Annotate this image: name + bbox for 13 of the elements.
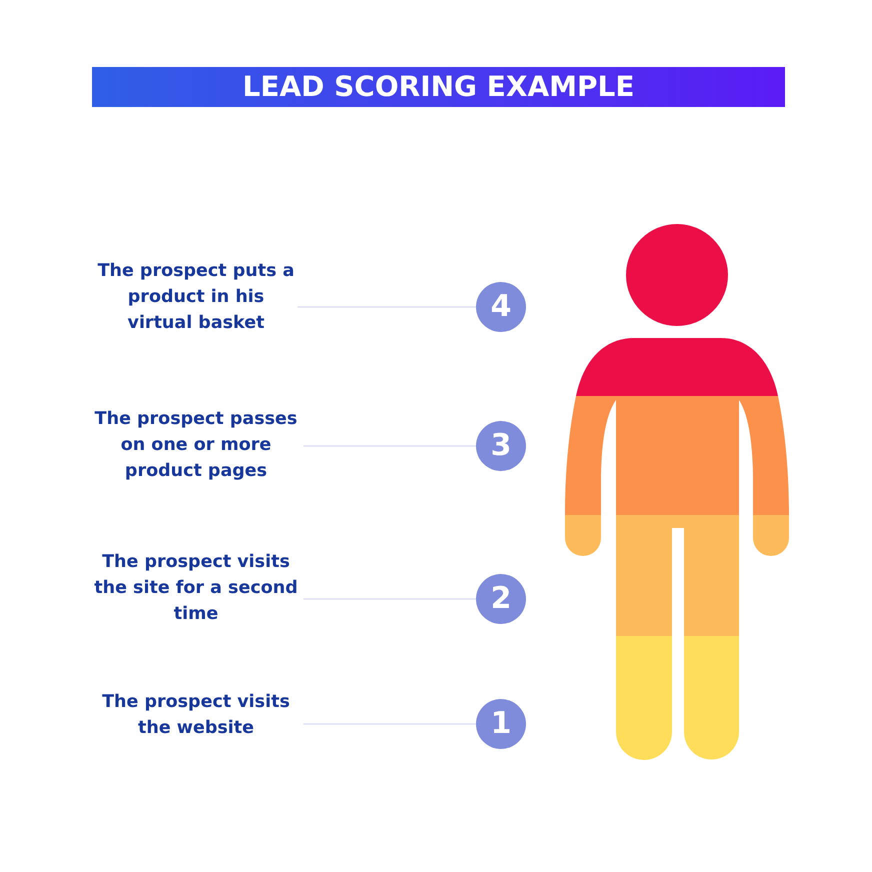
number-circle: 3: [476, 421, 526, 471]
step-description: The prospect puts a product in his virtual basket: [94, 258, 298, 336]
step-description: The prospect visits the website: [88, 689, 304, 741]
leader-line: [304, 445, 476, 447]
leader-line: [298, 306, 476, 308]
step-description: The prospect visits the site for a second time: [88, 549, 304, 627]
leader-line: [304, 723, 476, 725]
leader-line: [304, 598, 476, 600]
number-circle: 1: [476, 699, 526, 749]
number-circle: 4: [476, 282, 526, 332]
step-description: The prospect passes on one or more product pages: [88, 406, 304, 484]
title-banner: LEAD SCORING EXAMPLE: [92, 67, 785, 107]
number-circle: 2: [476, 574, 526, 624]
